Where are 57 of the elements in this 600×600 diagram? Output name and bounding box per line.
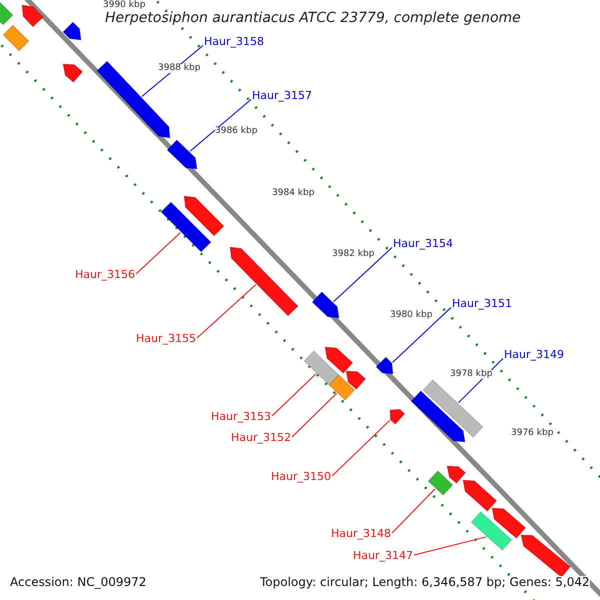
gene-block	[312, 291, 340, 319]
gene-block	[428, 470, 454, 496]
leader-line	[392, 307, 452, 363]
gene-block	[520, 534, 572, 578]
accession-text: Accession: NC_009972	[10, 576, 146, 588]
gene-block	[183, 195, 225, 237]
scale-label: 3988 kbp	[158, 64, 200, 72]
leader-line	[292, 392, 338, 438]
gene-block	[491, 507, 526, 539]
leader-line	[332, 420, 390, 476]
leader-line	[414, 536, 487, 556]
gene-block	[328, 374, 356, 401]
gene-label: Haur_3150	[271, 470, 332, 482]
gene-block	[389, 408, 406, 425]
scale-label: 3984 kbp	[272, 188, 314, 198]
title: Herpetosiphon aurantiacus ATCC 23779, complete genome	[105, 11, 521, 25]
genome-info-text: Topology: circular; Length: 6,346,587 bp; Genes: 5,042	[260, 576, 590, 588]
gene-label: Haur_3147	[353, 550, 414, 560]
gene-block	[410, 390, 466, 443]
gene-block	[166, 139, 198, 170]
gene-label: Haur_3148	[331, 528, 392, 538]
gene-label: Haur_3152	[231, 432, 292, 442]
gene-block	[160, 201, 212, 253]
gene-block	[462, 479, 498, 512]
scale-label: 3978 kbp	[450, 370, 492, 378]
scale-label: 3990 kbp	[103, 0, 146, 10]
leader-line	[392, 488, 436, 534]
scale-label: 3976 kbp	[511, 428, 554, 438]
scale-label: 3986 kbp	[215, 126, 258, 136]
scale-label: 3982 kbp	[332, 250, 374, 258]
gene-label: Haur_3154	[393, 238, 454, 248]
gene-label: Haur_3149	[504, 348, 564, 360]
gene-block	[422, 379, 484, 438]
scale-label: 3980 kbp	[390, 310, 432, 320]
gene-label: Haur_3156	[75, 268, 136, 280]
gene-block	[21, 4, 44, 28]
gene-block	[375, 356, 394, 375]
gene-block	[304, 350, 340, 386]
leader-line	[333, 247, 392, 302]
gene-block	[62, 63, 84, 83]
gene-block	[470, 511, 512, 551]
gene-label: Haur_3155	[136, 332, 196, 344]
leader-line	[272, 373, 316, 416]
gene-block	[0, 0, 14, 26]
gene-label: Haur_3151	[452, 298, 512, 308]
gene-block	[345, 370, 366, 390]
gene-block	[229, 246, 299, 317]
gene-block	[2, 24, 30, 52]
gene-label: Haur_3153	[211, 410, 272, 422]
gene-label: Haur_3157	[252, 90, 312, 100]
gene-block	[324, 346, 354, 374]
leader-line	[190, 99, 252, 152]
leader-line	[136, 232, 181, 274]
gene-block	[62, 21, 82, 41]
leader-line	[196, 284, 256, 338]
gene-label: Haur_3158	[204, 36, 264, 46]
gene-block	[446, 465, 466, 484]
